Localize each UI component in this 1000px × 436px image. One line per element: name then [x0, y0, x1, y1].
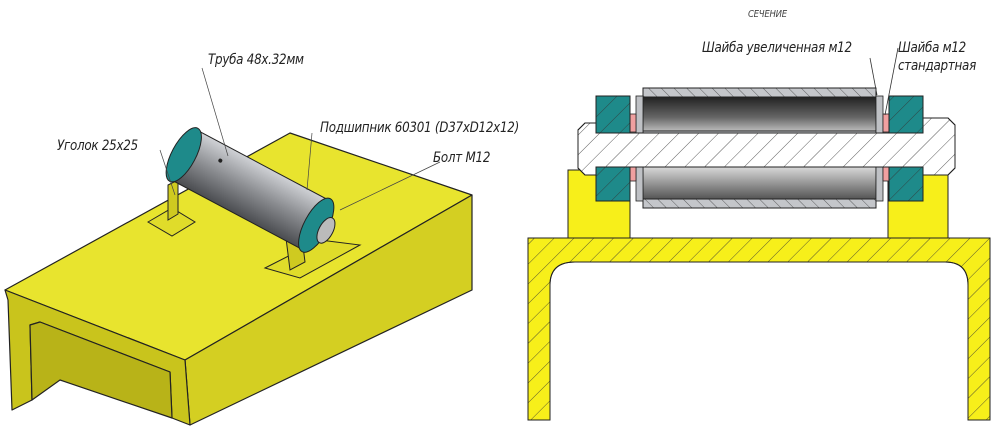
- label-washer-standard-1: Шайба м12: [898, 40, 966, 56]
- label-bearing: Подшипник 60301 (D37xD12x12): [320, 120, 519, 136]
- iso-channel: [4, 132, 473, 426]
- roller-assembly: [165, 127, 336, 253]
- section-channel: [527, 237, 991, 421]
- section-bolt: [577, 117, 956, 176]
- label-washer-standard-2: стандартная: [898, 58, 976, 74]
- section-title: СЕЧЕНИЕ: [748, 9, 787, 20]
- label-washer-enlarged: Шайба увеличенная м12: [702, 40, 852, 56]
- channel-inner: [29, 321, 173, 419]
- label-tube: Труба 48х.32мм: [208, 52, 304, 68]
- iso-leaders: [159, 67, 441, 211]
- label-bolt: Болт М12: [433, 150, 491, 166]
- label-angle: Уголок 25х25: [57, 138, 138, 154]
- section-leaders: [869, 47, 899, 116]
